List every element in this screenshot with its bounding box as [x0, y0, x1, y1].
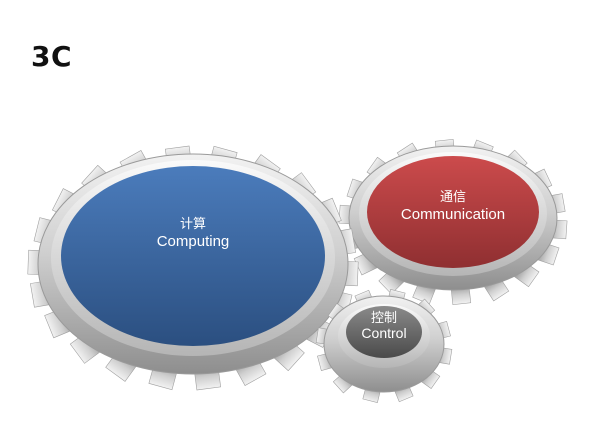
communication-label-cn: 通信 — [440, 190, 466, 205]
computing-label-cn: 计算 — [180, 217, 206, 232]
communication-face — [367, 156, 539, 268]
computing-label-en: Computing — [157, 233, 230, 250]
control-face — [346, 306, 422, 358]
communication-label-en: Communication — [401, 206, 505, 223]
control-label-en: Control — [361, 325, 406, 341]
computing-gear: 计算 Computing — [27, 145, 359, 391]
control-label-cn: 控制 — [371, 311, 397, 326]
communication-gear: 通信 Communication — [338, 138, 568, 306]
control-gear: 控制 Control — [315, 288, 453, 404]
slide-title: 3C — [31, 40, 73, 73]
computing-face — [61, 166, 325, 346]
